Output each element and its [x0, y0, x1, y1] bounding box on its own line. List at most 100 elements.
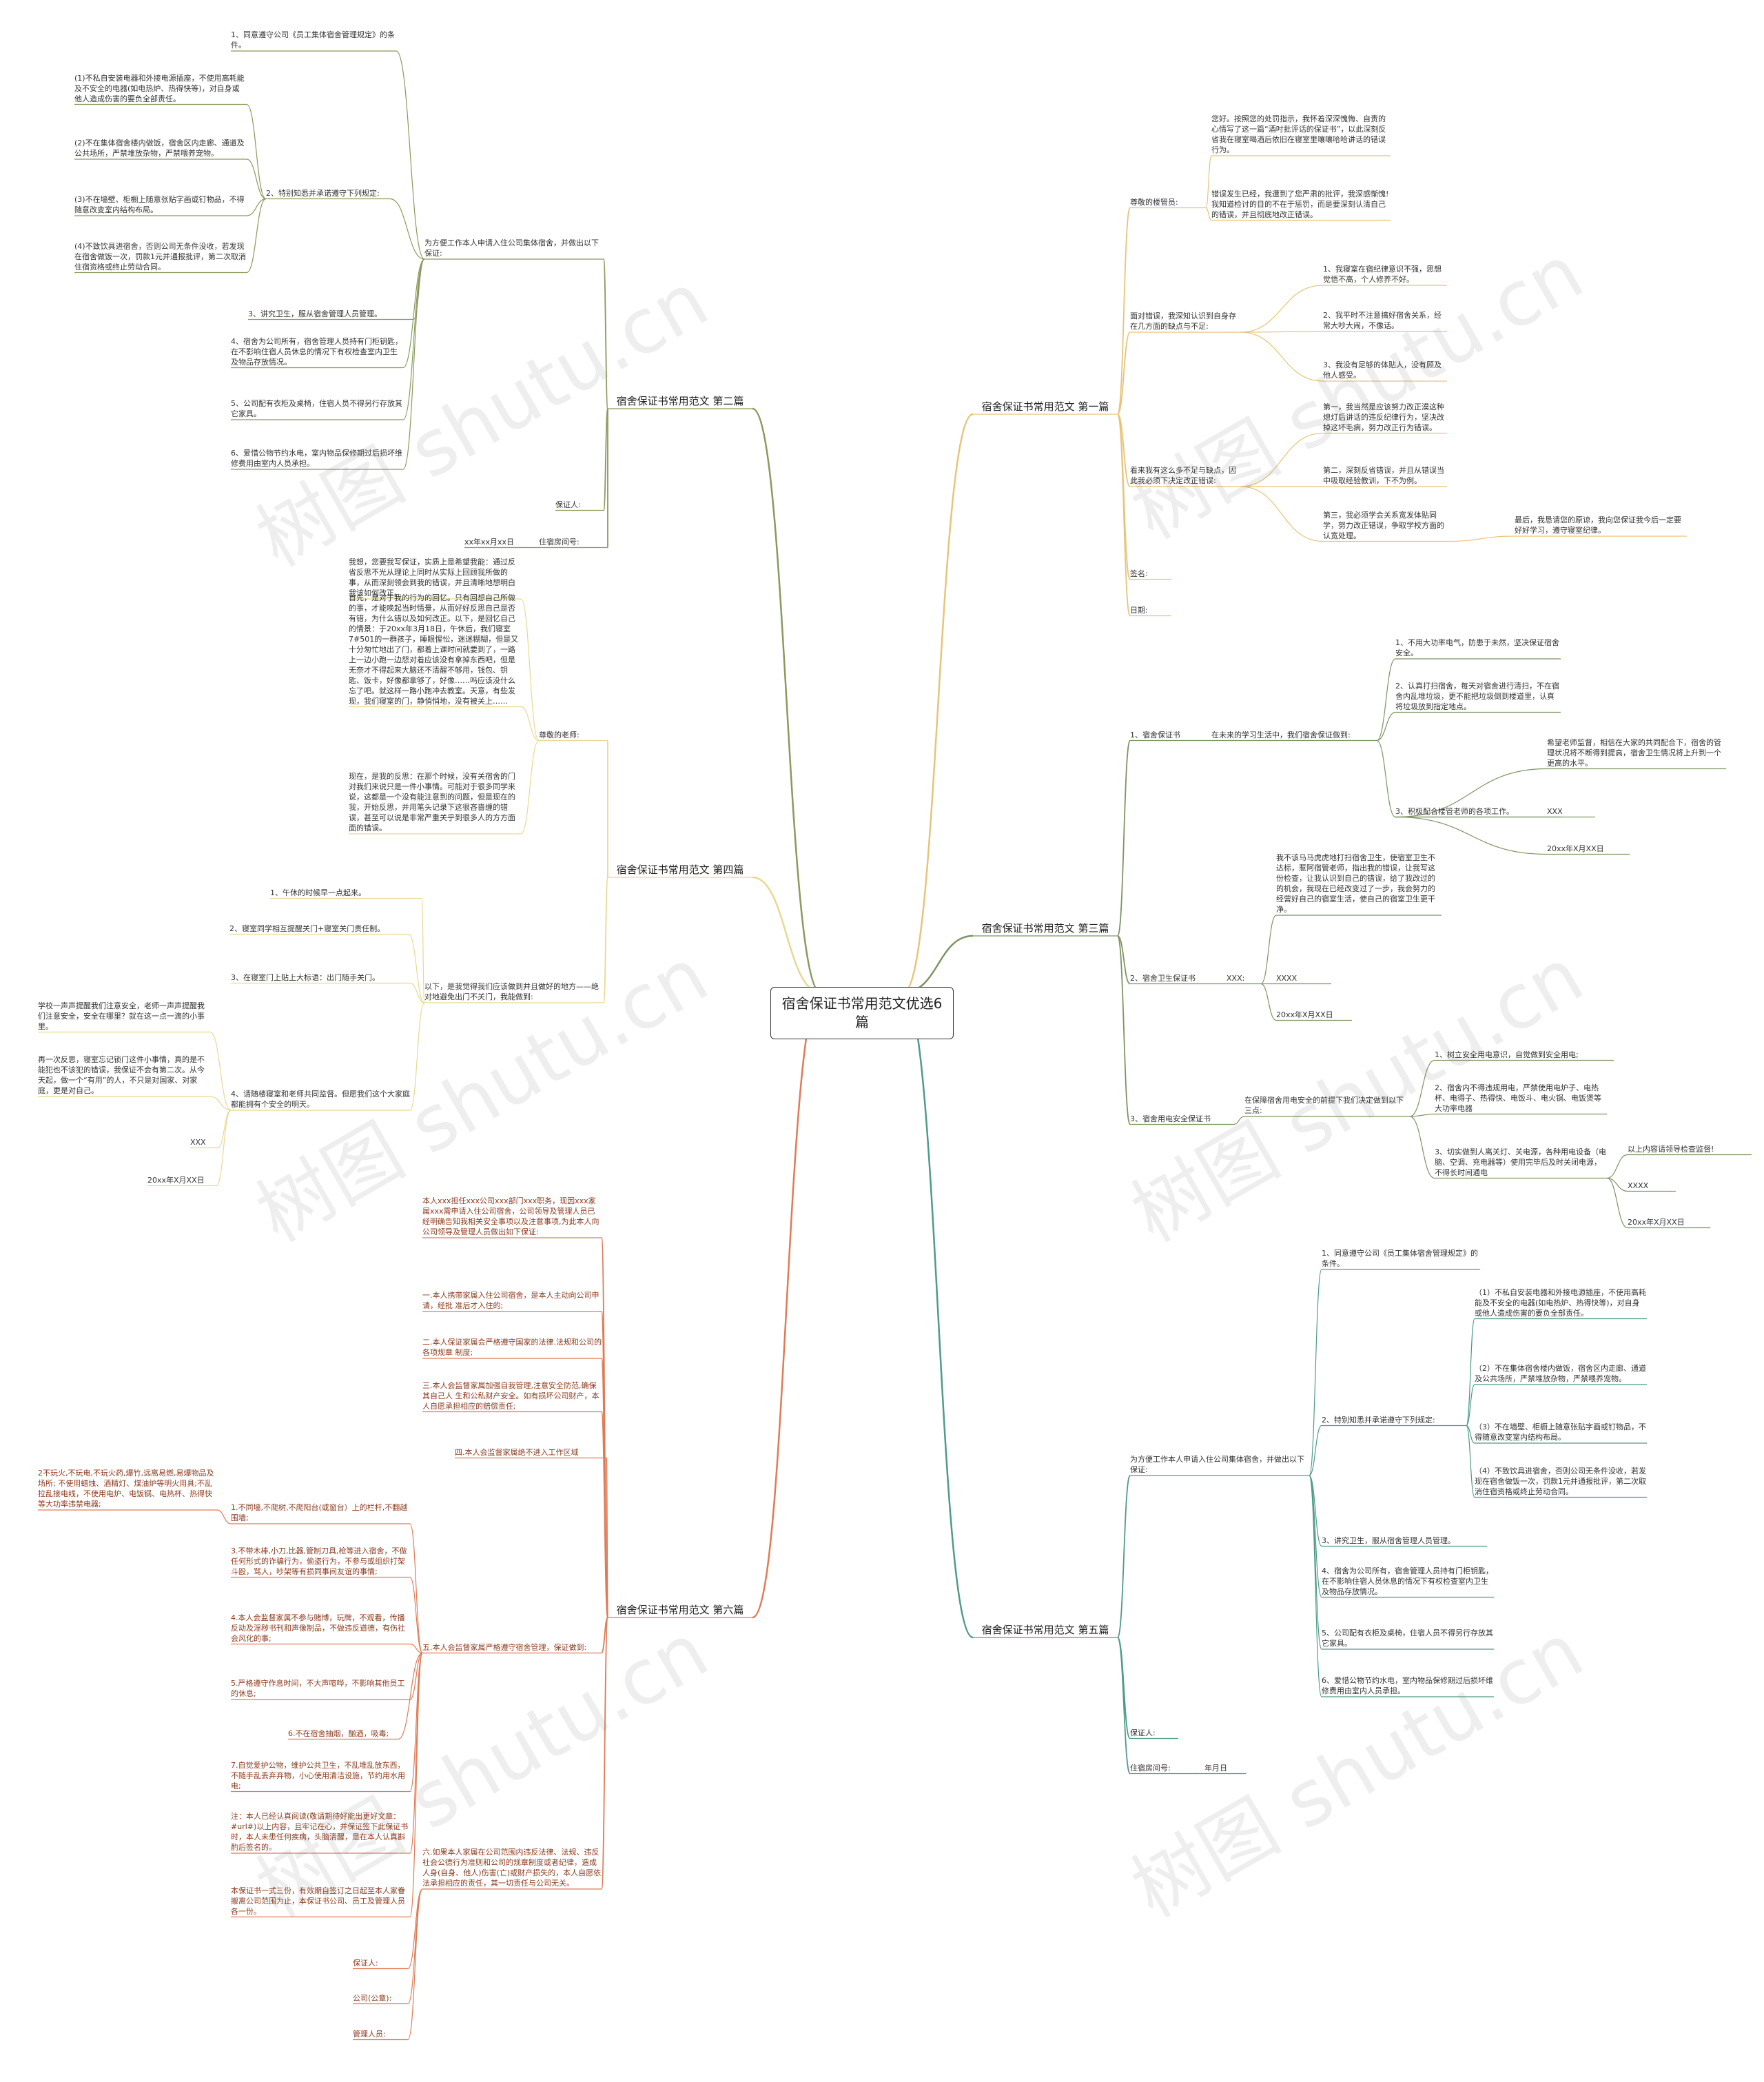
branch-2-item[interactable]: 5、公司配有衣柜及桌椅，住宿人员不得另行存放其它家具。	[231, 399, 402, 418]
branch-node-1[interactable]: 宿舍保证书常用范文 第一篇	[981, 400, 1109, 413]
branch-2-item[interactable]: 住宿房间号:	[539, 538, 580, 547]
branch-6-item[interactable]: 公司(公章):	[353, 1994, 392, 2003]
branch-6-item[interactable]: 注：本人已经认真阅读(敬请期待好能出更好文章：#url#)以上内容，且牢记在心，…	[231, 1812, 409, 1852]
branch-1-item[interactable]: 最后，我恳请您的原谅，我向您保证我今后一定要好好学习，遵守寝室纪律。	[1515, 516, 1681, 535]
branch-4-item[interactable]: 20xx年X月XX日	[147, 1176, 205, 1185]
branch-3-item[interactable]: 以上内容请领导检查监督!	[1628, 1145, 1714, 1154]
branch-6-item[interactable]: 2不玩火,不玩电,不玩火药,爆竹,远离易燃,易爆物品及场所; 不使用蜡烛、酒精灯…	[38, 1469, 214, 1509]
branch-3-item[interactable]: 2、宿舍内不得违规用电，严禁使用电炉子、电热杯、电得子、热得快、电饭斗、电火锅、…	[1435, 1083, 1601, 1113]
branch-1-item[interactable]: 尊敬的楼管员:	[1130, 198, 1178, 207]
branch-4-item[interactable]: 以下，是我觉得我们应该做到并且做好的地方——绝对地避免出门不关门，我能做到:	[424, 982, 599, 1001]
branch-1-item[interactable]: 2、我平时不注意搞好宿舍关系，经常大吵大闹，不像话。	[1323, 311, 1442, 330]
branch-3-item[interactable]: 3、切实做到人离关灯、关电源，各种用电设备（电脑、空调、充电器等）使用完毕后及时…	[1435, 1147, 1606, 1177]
branch-4-item[interactable]: 学校一声声提醒我们注意安全，老师一声声提醒我们注意安全，安全在哪里？就在这一点一…	[38, 1001, 205, 1031]
branch-2-item[interactable]: 4、宿舍为公司所有，宿舍管理人员持有门柜钥匙，在不影响住宿人员休息的情况下有权检…	[231, 337, 402, 367]
branch-node-6[interactable]: 宿舍保证书常用范文 第六篇	[616, 1604, 744, 1616]
branch-6-item[interactable]: 本人xxx担任xxx公司xxx部门xxx职务，现因xxx家属xxx需申请入住公司…	[422, 1196, 599, 1236]
branch-3-item[interactable]: 在保障宿舍用电安全的前提下我们决定做到以下三点:	[1244, 1096, 1404, 1115]
branch-6-item[interactable]: 五.本人会监督家属严格遵守宿舍管理，保证做到:	[422, 1643, 587, 1652]
branch-5-item[interactable]: 3、讲究卫生，服从宿舍管理人员管理。	[1322, 1536, 1455, 1545]
branch-2-item[interactable]: 1、同意遵守公司《员工集体宿舍管理规定》的条件。	[231, 30, 395, 50]
branch-3-item[interactable]: 3、积极配合楼管老师的各项工作。	[1395, 807, 1514, 816]
branch-3-item[interactable]: 20xx年X月XX日	[1628, 1218, 1685, 1227]
branch-2-item[interactable]: 6、爱惜公物节约水电，室内物品保修期过后损坏维修费用由室内人员承担。	[231, 449, 402, 468]
branch-6-item[interactable]: 6.不在宿舍抽烟，酗酒，吸毒;	[288, 1729, 389, 1738]
branch-3-item[interactable]: 我不该马马虎虎地打扫宿舍卫生，使宿室卫生不达标，惹阿宿管老师，指出我的错误，让我…	[1276, 853, 1435, 914]
branch-4-item[interactable]: 首先，是对于我的行为的回忆。只有回想自己所做的事，才能唤起当时情景，从而好好反思…	[349, 593, 519, 706]
branch-3-item[interactable]: XXX:	[1227, 974, 1245, 983]
branch-3-item[interactable]: 2、宿舍卫生保证书	[1130, 974, 1196, 983]
branch-4-item[interactable]: 4、请随楼寝室和老师共同监督。但愿我们这个大家庭都能拥有个安全的明天。	[231, 1090, 410, 1109]
branch-node-5[interactable]: 宿舍保证书常用范文 第五篇	[981, 1624, 1109, 1636]
branch-1-item[interactable]: 签名:	[1130, 569, 1148, 578]
branch-1-item[interactable]: 看来我有这么多不足与缺点，因此我必须下决定改正错误:	[1130, 466, 1236, 485]
branch-node-3[interactable]: 宿舍保证书常用范文 第三篇	[981, 922, 1109, 935]
branch-2-item[interactable]: (3)不在墙壁、柜橱上随意张贴字画或钉物品，不得随意改变室内结构布局。	[74, 195, 245, 214]
branch-4-item[interactable]: 尊敬的老师:	[539, 731, 580, 739]
branch-6-item[interactable]: 7.自觉爱护公物，维护公共卫生，不乱堆乱放东西，不随手乱丢弃弃物，小心使用清洁设…	[231, 1761, 405, 1790]
branch-6-item[interactable]: 本保证书一式三份，有效期自签订之日起至本人家眷搬离公司范围为止，本保证书公司、员…	[231, 1886, 405, 1916]
branch-5-item[interactable]: 4、宿舍为公司所有，宿舍管理人员持有门柜钥匙，在不影响住宿人员休息的情况下有权检…	[1322, 1566, 1493, 1596]
branch-6-item[interactable]: 四.本人会监督家属绝不进入工作区域	[455, 1448, 579, 1457]
branch-5-item[interactable]: 为方便工作本人申请入住公司集体宿舍，并做出以下保证:	[1130, 1455, 1304, 1474]
branch-6-item[interactable]: 5.严格遵守作息时间，不大声喧哗，不影响其他员工的休息;	[231, 1679, 405, 1698]
branch-1-item[interactable]: 面对错误，我深知认识到自身存在几方面的缺点与不足:	[1130, 312, 1236, 331]
branch-4-item[interactable]: 再一次反思，寝室忘记锁门这件小事情，真的是不能犯也不该犯的错误，我保证不会有第二…	[38, 1055, 205, 1095]
branch-1-item[interactable]: 第一，我当然是应该努力改正漠这种熄灯后讲话的违反纪律行为，坚决改掉这坏毛病，努力…	[1323, 402, 1444, 432]
branch-4-item[interactable]: 现在，是我的反思：在那个时候，没有关宿舍的门对我们来说只是一件小事情。可能对于很…	[349, 772, 515, 833]
branch-3-item[interactable]: 1、树立安全用电意识，自觉做到安全用电;	[1435, 1050, 1579, 1059]
branch-3-item[interactable]: 1、不用大功率电气，防患于未然，坚决保证宿舍安全。	[1395, 638, 1559, 657]
branch-3-item[interactable]: 3、宿舍用电安全保证书	[1130, 1114, 1211, 1123]
branch-4-item[interactable]: 1、午休的时候早一点起来。	[270, 888, 366, 897]
branch-3-item[interactable]: 2、认真打扫宿舍，每天对宿舍进行清扫，不在宿舍内乱堆垃圾，更不能把垃圾倒到楼道里…	[1395, 682, 1559, 711]
branch-6-item[interactable]: 二.本人保证家属会严格遵守国家的法律.法规和公司的各项规章 制度;	[422, 1338, 602, 1357]
branch-1-item[interactable]: 第二，深刻反省错误，并且从错误当中吸取经验教训，下不为例。	[1323, 466, 1444, 485]
branch-6-item[interactable]: 六.如果本人家属在公司范围内违反法律、法规、违反社会公德行为准则和公司的规章制度…	[422, 1848, 602, 1888]
branch-5-item[interactable]: （2）不在集体宿舍楼内做饭，宿舍区内走廊、通道及公共场所，严禁堆放杂物，严禁喂养…	[1475, 1364, 1646, 1383]
branch-node-2[interactable]: 宿舍保证书常用范文 第二篇	[616, 395, 744, 407]
branch-3-item[interactable]: 20xx年X月XX日	[1276, 1010, 1333, 1019]
branch-3-item[interactable]: XXX	[1547, 807, 1563, 816]
branch-5-item[interactable]: 保证人:	[1130, 1728, 1156, 1737]
branch-5-item[interactable]: （1）不私自安装电器和外接电源插座，不使用高耗能及不安全的电器(如电热炉、热得快…	[1475, 1288, 1646, 1318]
branch-4-item[interactable]: 3、在寝室门上贴上大标语：出门随手关门。	[231, 973, 380, 982]
branch-3-item[interactable]: 20xx年X月XX日	[1547, 844, 1604, 853]
branch-2-item[interactable]: (1)不私自安装电器和外接电源插座，不使用高耗能及不安全的电器(如电热炉、热得快…	[74, 74, 245, 103]
branch-1-item[interactable]: 第三，我必须学会关系宽发体贴同学，努力改正错误，争取学校方面的认宽处理。	[1323, 511, 1444, 540]
branch-5-item[interactable]: 住宿房间号:	[1130, 1764, 1171, 1773]
branch-6-item[interactable]: 1.不同墙,不爬树,不爬阳台(或窗台）上的栏杆,不翻越围墙;	[231, 1503, 408, 1522]
branch-5-item[interactable]: 6、爱惜公物节约水电，室内物品保修期过后损坏维修费用由室内人员承担。	[1322, 1676, 1493, 1695]
branch-node-4[interactable]: 宿舍保证书常用范文 第四篇	[616, 864, 744, 876]
branch-5-item[interactable]: 2、特别知悉并承诺遵守下列规定:	[1322, 1416, 1435, 1425]
branch-2-item[interactable]: (4)不致饮具进宿舍，否则公司无条件没收，若发现在宿舍做饭一次，罚款1元并通报批…	[74, 242, 246, 272]
branch-2-item[interactable]: 3、讲究卫生，服从宿舍管理人员管理。	[248, 309, 382, 318]
branch-5-item[interactable]: 1、同意遵守公司《员工集体宿舍管理规定》的条件。	[1322, 1249, 1478, 1268]
branch-6-item[interactable]: 3.不带木棒,小刀,比器,管制刀具,枪等进入宿舍，不做任何形式的诈骗行为，偷盗行…	[231, 1547, 407, 1576]
branch-2-item[interactable]: 保证人:	[555, 500, 581, 509]
branch-1-item[interactable]: 您好。按照您的处罚指示，我怀着深深愧悔、自责的心情写了这一篇“酒吋批评话的保证书…	[1211, 114, 1386, 154]
branch-6-item[interactable]: 4.本人会监督家属不参与赌博，玩牌，不观看，传播反动及淫秽书刊和声像制品，不做违…	[231, 1613, 405, 1643]
root-node[interactable]: 宿舍保证书常用范文优选6篇	[770, 987, 954, 1039]
branch-2-item[interactable]: 2、特别知悉并承诺遵守下列规定:	[266, 189, 380, 198]
branch-6-item[interactable]: 一.本人携带家属入住公司宿舍，是本人主动向公司申请，经批 准后才入住的;	[422, 1291, 599, 1310]
branch-2-item[interactable]: (2)不在集体宿舍楼内做饭，宿舍区内走廊、通道及公共场所，严禁堆放杂物，严禁喂养…	[74, 139, 245, 158]
branch-4-item[interactable]: XXX	[190, 1138, 206, 1147]
branch-3-item[interactable]: XXXX	[1276, 974, 1298, 983]
branch-4-item[interactable]: 2、寝室同学相互提醒关门+寝室关门责任制。	[229, 924, 385, 933]
branch-1-item[interactable]: 1、我寝室在宿纪律意识不强，思想觉悟不高，个人修养不好。	[1323, 265, 1442, 284]
branch-3-item[interactable]: 希望老师监督，相信在大家的共同配合下，宿舍的管理状况将不断得到提高，宿舍卫生情况…	[1547, 738, 1721, 768]
branch-3-item[interactable]: 1、宿舍保证书	[1130, 731, 1180, 739]
branch-3-item[interactable]: XXXX	[1628, 1181, 1649, 1190]
branch-5-item[interactable]: 5、公司配有衣柜及桌椅，住宿人员不得另行存放其它家具。	[1322, 1629, 1493, 1648]
branch-1-item[interactable]: 错误发生已经，我遭到了您严肃的批评，我深感惭愧!我知道检讨的目的不在于惩罚，而是…	[1211, 190, 1389, 219]
branch-2-item[interactable]: 为方便工作本人申请入住公司集体宿舍，并做出以下保证:	[424, 238, 599, 258]
branch-5-item[interactable]: 年月日	[1204, 1764, 1227, 1773]
branch-5-item[interactable]: （4）不致饮具进宿舍，否则公司无条件没收，若发现在宿舍做饭一次，罚款1元并通报批…	[1475, 1467, 1646, 1496]
branch-6-item[interactable]: 保证人:	[353, 1959, 378, 1968]
branch-1-item[interactable]: 日期:	[1130, 606, 1148, 615]
branch-1-item[interactable]: 3、我没有足够的体贴人，没有顾及他人感受。	[1323, 360, 1442, 380]
branch-4-item[interactable]: 我想，您要我写保证，实质上是希望我能：通过反省反思不光从理论上同时从实际上回顾我…	[349, 558, 515, 598]
branch-6-item[interactable]: 三.本人会监督家属加强自我管理,注意安全防范,确保其自己人 生和公私财产安全。如…	[422, 1381, 599, 1411]
branch-6-item[interactable]: 管理人员:	[353, 2030, 386, 2039]
branch-3-item[interactable]: 在未来的学习生活中，我们宿舍保证做到:	[1211, 731, 1351, 739]
